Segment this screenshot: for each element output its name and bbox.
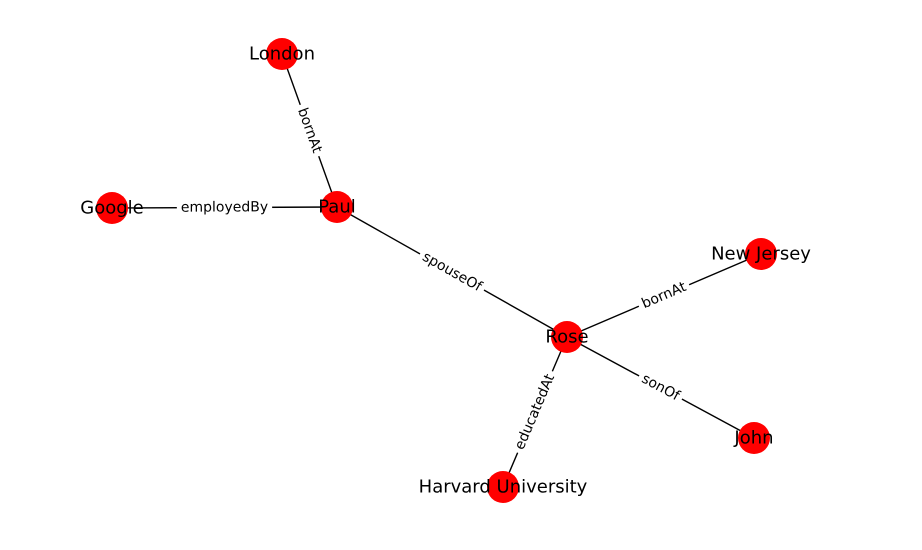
node-label-harvard: Harvard University xyxy=(419,477,588,498)
edge-label-paul-london: bornAt xyxy=(291,101,328,160)
edge-label-background xyxy=(634,368,687,407)
edge-label-rose-harvard: educatedAt xyxy=(509,367,561,457)
edge-labels-layer: bornAt employedBy spouseOf bornAt sonOf educa… xyxy=(176,101,693,457)
edge-label-text: sonOf xyxy=(639,371,683,405)
edge-label-text: educatedAt xyxy=(512,371,558,452)
node-label-rose: Rose xyxy=(545,327,588,348)
node-harvard xyxy=(487,471,519,503)
nodes-layer xyxy=(96,38,777,503)
edge-label-text: employedBy xyxy=(181,199,268,215)
node-paul xyxy=(321,191,353,223)
edge-label-background xyxy=(176,198,273,217)
edge-label-rose-new_jersey: bornAt xyxy=(635,276,693,315)
node-london xyxy=(266,38,298,70)
node-john xyxy=(738,422,770,454)
edge-label-text: bornAt xyxy=(639,279,689,312)
edge-label-text: spouseOf xyxy=(420,249,486,296)
node-rose xyxy=(551,321,583,353)
node-google xyxy=(96,192,128,224)
edge-label-background xyxy=(415,246,489,298)
edge-label-text: bornAt xyxy=(294,106,325,156)
node-label-london: London xyxy=(249,44,315,65)
edge-label-rose-john: sonOf xyxy=(634,368,687,407)
edge-label-background xyxy=(635,276,693,315)
node-label-john: John xyxy=(733,428,773,449)
node-label-paul: Paul xyxy=(318,197,356,218)
edge-label-background xyxy=(509,367,561,457)
node-label-new_jersey: New Jersey xyxy=(711,244,811,265)
edge-label-background xyxy=(291,101,328,160)
edge-label-paul-rose: spouseOf xyxy=(415,246,489,298)
edge-label-paul-google: employedBy xyxy=(176,198,273,217)
node-new_jersey xyxy=(745,238,777,270)
node-label-google: Google xyxy=(80,198,143,219)
